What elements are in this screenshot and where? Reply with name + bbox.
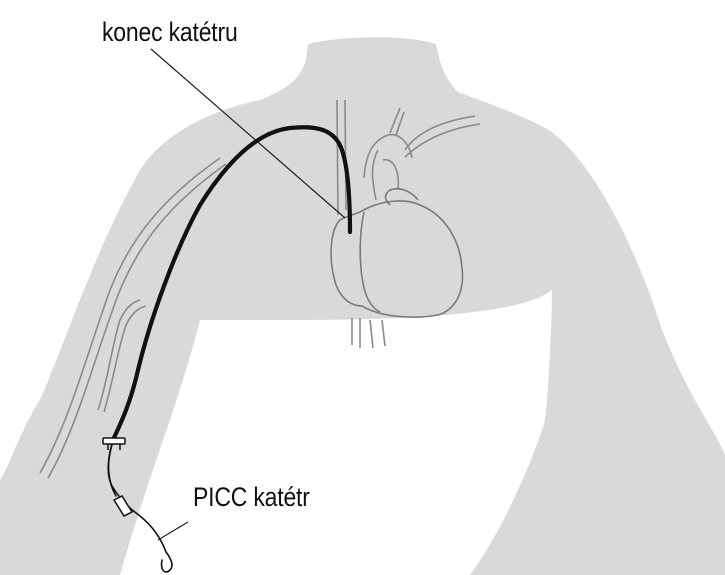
picc-catheter-label: PICC katétr bbox=[193, 484, 310, 511]
picc-leader-line bbox=[158, 522, 188, 540]
catheter-tip-label: konec katétru bbox=[102, 19, 238, 46]
